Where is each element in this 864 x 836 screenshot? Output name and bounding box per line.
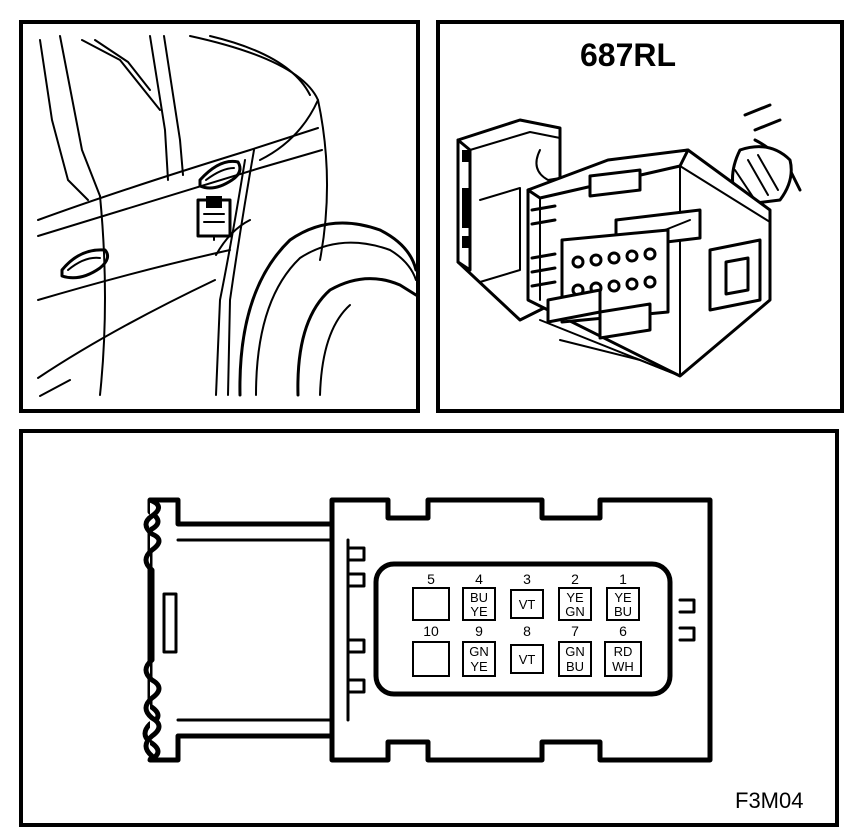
pin-number: 5 (427, 571, 435, 587)
pin-cavity (412, 641, 450, 677)
connector-3d-illustration (456, 103, 802, 378)
pinout-panel: 5 4 BU YE 3 VT 2 YE GN 1 YE BU 10 (19, 429, 839, 827)
wire-color-1: BU (470, 590, 488, 605)
connector-name: 687RL (580, 37, 676, 73)
wire-color-1: VT (519, 597, 536, 612)
wire-color-2: BU (566, 659, 584, 674)
wire-color-1: YE (614, 590, 632, 605)
wire-color-1: VT (519, 652, 536, 667)
wire-color-2: YE (470, 659, 488, 674)
pin-number: 1 (619, 571, 627, 587)
pin-cavity (462, 641, 496, 677)
pin-1: 1 YE BU (606, 571, 640, 621)
pin-cavity (604, 641, 642, 677)
pin-cavity (510, 644, 544, 674)
pin-6: 6 RD WH (604, 623, 642, 677)
pin-number: 7 (571, 623, 579, 639)
pin-number: 6 (619, 623, 627, 639)
connector-3d-panel: 687RL (436, 20, 844, 413)
car-location-panel (19, 20, 420, 413)
wire-color-2: WH (612, 659, 634, 674)
pin-cavity (412, 587, 450, 621)
pin-7: 7 GN BU (558, 623, 592, 677)
pin-9: 9 GN YE (462, 623, 496, 677)
wire-color-1: YE (566, 590, 584, 605)
wire-color-1: GN (565, 644, 585, 659)
pin-cavity (510, 589, 544, 619)
pin-number: 8 (523, 623, 531, 639)
pin-cavity (606, 587, 640, 621)
pin-cavity (558, 587, 592, 621)
wire-color-1: GN (469, 644, 489, 659)
figure-code: F3M04 (735, 788, 803, 813)
pin-10: 10 (412, 623, 450, 677)
pin-5: 5 (412, 571, 450, 621)
pin-4: 4 BU YE (462, 571, 496, 621)
wire-color-2: YE (470, 604, 488, 619)
pin-3: 3 VT (510, 571, 544, 619)
car-door-illustration (37, 35, 418, 397)
pin-number: 4 (475, 571, 483, 587)
pin-number: 2 (571, 571, 579, 587)
wire-color-1: RD (614, 644, 633, 659)
pin-number: 3 (523, 571, 531, 587)
pin-number: 10 (423, 623, 439, 639)
pin-number: 9 (475, 623, 483, 639)
pin-2: 2 YE GN (558, 571, 592, 621)
wire-color-2: BU (614, 604, 632, 619)
pin-cavity (462, 587, 496, 621)
pin-8: 8 VT (510, 623, 544, 674)
pin-cavity (558, 641, 592, 677)
wire-color-2: GN (565, 604, 585, 619)
